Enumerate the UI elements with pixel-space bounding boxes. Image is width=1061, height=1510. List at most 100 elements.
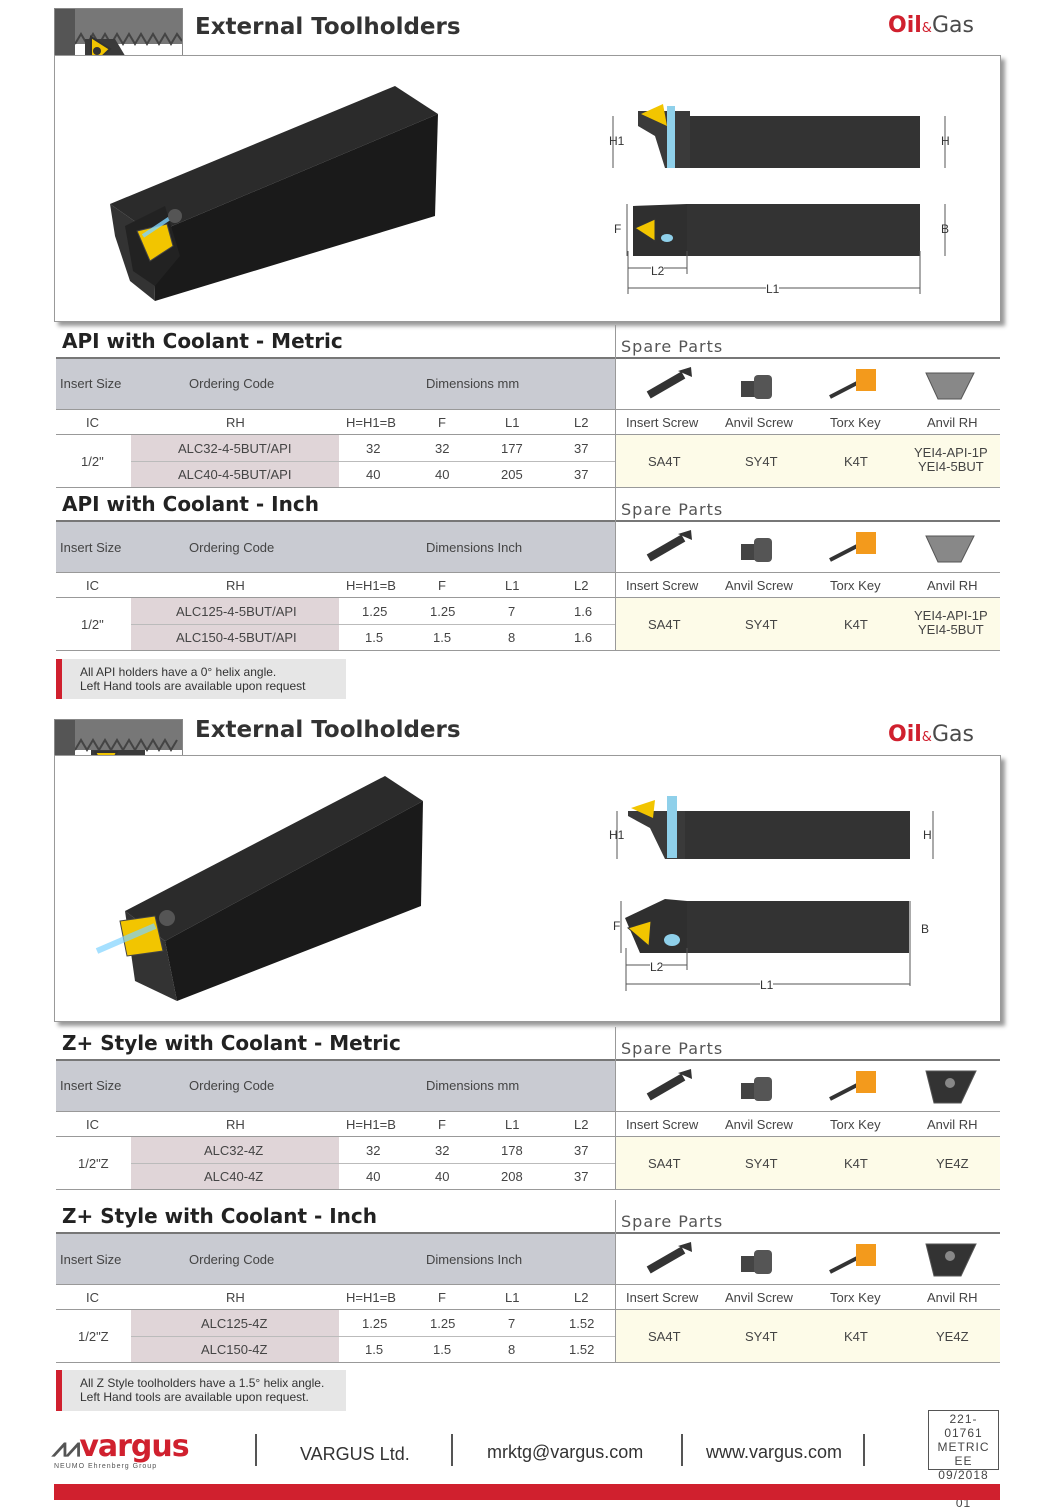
spare-label-anvil-rh: Anvil RH [927,415,978,430]
dim-label-l2: L2 [650,960,664,974]
dim-f: 1.5 [433,1342,452,1357]
spare-label-insert-screw: Insert Screw [626,578,699,593]
ordering-code: ALC150-4Z [201,1342,268,1357]
spare-parts-title: Spare Parts [621,500,724,519]
insert-screw-icon [646,367,692,399]
insert-screw-icon [646,530,692,562]
ordering-code: ALC32-4-5BUT/API [178,441,292,456]
anvil-screw-icon [741,1250,772,1274]
toolholder-illustration [110,86,946,301]
dim-l1: 7 [508,1316,516,1331]
spare-label-insert-screw: Insert Screw [626,1117,699,1132]
col-f: F [438,578,446,593]
anvil-icon [925,372,975,400]
dim-label-b: B [941,222,950,236]
spare-part-icons [646,530,975,563]
spare-torx-key: K4T [844,454,868,469]
spare-anvil-screw: SY4T [745,1156,778,1171]
side-view-bottom [620,899,911,991]
dim-h: 32 [366,441,381,456]
ordering-code: ALC125-4-5BUT/API [176,604,297,619]
website-link[interactable]: www.vargus.com [706,1442,843,1462]
ordering-code: ALC40-4-5BUT/API [178,467,292,482]
spare-anvil-screw: SY4T [745,1329,778,1344]
torx-key-icon [829,1071,876,1101]
spare-label-anvil-screw: Anvil Screw [725,415,793,430]
header-ordering-code: Ordering Code [189,540,275,555]
ordering-code: ALC40-4Z [204,1169,264,1184]
col-l2: L2 [574,578,589,593]
footer-red-bar [54,1484,1000,1500]
dim-l2: 37 [574,467,589,482]
dim-l2: 1.52 [569,1316,595,1331]
spare-anvil-rh: YEI4-API-1P YEI4-5BUT [914,608,988,637]
section-title: External Toolholders [195,717,461,743]
dim-l1: 8 [508,630,516,645]
spare-part-icons [646,367,975,400]
col-ic: IC [86,1117,99,1132]
col-rh: RH [226,1290,245,1305]
table-z-inch: Z+ Style with Coolant - Inch Spare Parts… [56,1200,1000,1363]
header-ordering-code: Ordering Code [189,376,275,391]
col-l1: L1 [505,1117,520,1132]
table-title: Z+ Style with Coolant - Inch [62,1204,378,1228]
dim-l2: 37 [574,441,589,456]
dim-label-b: B [921,922,930,936]
dim-l1: 177 [501,441,523,456]
company-name: VARGUS Ltd. [300,1444,410,1464]
header-ordering-code: Ordering Code [189,1252,275,1267]
spare-insert-screw: SA4T [648,454,681,469]
col-rh: RH [226,1117,245,1132]
dim-h: 1.5 [365,1342,384,1357]
col-l1: L1 [505,578,520,593]
header-insert-size: Insert Size [60,376,122,391]
spare-parts-title: Spare Parts [621,1039,724,1058]
dim-l1: 205 [501,467,523,482]
torx-key-icon [829,532,876,562]
col-l1: L1 [505,415,520,430]
spare-label-anvil-rh: Anvil RH [927,578,978,593]
ordering-code: ALC125-4Z [201,1316,268,1331]
col-h: H=H1=B [346,1117,396,1132]
dim-f: 40 [435,467,450,482]
dim-f: 40 [435,1169,450,1184]
note-box: All API holders have a 0° helix angle. L… [56,659,346,699]
spare-label-torx-key: Torx Key [830,415,881,430]
side-view-bottom [626,204,946,294]
insert-screw-icon [646,1242,692,1274]
spare-label-torx-key: Torx Key [830,578,881,593]
spare-label-insert-screw: Insert Screw [626,1290,699,1305]
note-line: All API holders have a 0° helix angle. [80,665,277,679]
table-z-metric: Z+ Style with Coolant - Metric Spare Par… [56,1027,1000,1190]
dim-label-h1: H1 [609,134,625,148]
col-l2: L2 [574,1117,589,1132]
dim-l2: 1.6 [574,604,593,619]
anvil-icon [925,1243,977,1277]
logo-subtitle: NEUMO Ehrenberg Group [54,1463,158,1470]
col-h: H=H1=B [346,578,396,593]
spare-part-icons [646,1069,977,1104]
ic-value: 1/2" [81,617,104,632]
dim-label-f: F [613,919,621,933]
email-link[interactable]: mrktg@vargus.com [487,1442,644,1462]
table-api-inch: API with Coolant - Inch Spare Parts Inse… [56,488,1000,651]
spare-label-anvil-rh: Anvil RH [927,1290,978,1305]
doc-type: METRIC EE [937,1440,990,1468]
dim-label-l2: L2 [651,264,665,278]
spare-torx-key: K4T [844,1156,868,1171]
insert-screw-icon [646,1069,692,1101]
spare-label-torx-key: Torx Key [830,1117,881,1132]
spare-label-torx-key: Torx Key [830,1290,881,1305]
col-f: F [438,415,446,430]
dim-label-f: F [614,222,622,236]
col-f: F [438,1290,446,1305]
spare-anvil-rh: YE4Z [936,1156,969,1171]
dim-f: 32 [435,1143,450,1158]
ordering-code: ALC32-4Z [204,1143,264,1158]
spare-insert-screw: SA4T [648,617,681,632]
edition-box: 221-01761 METRIC EE 09/2018 EDITION 01 [928,1410,999,1510]
dim-f: 1.25 [430,604,456,619]
spare-torx-key: K4T [844,1329,868,1344]
dim-f: 32 [435,441,450,456]
header-ordering-code: Ordering Code [189,1078,275,1093]
